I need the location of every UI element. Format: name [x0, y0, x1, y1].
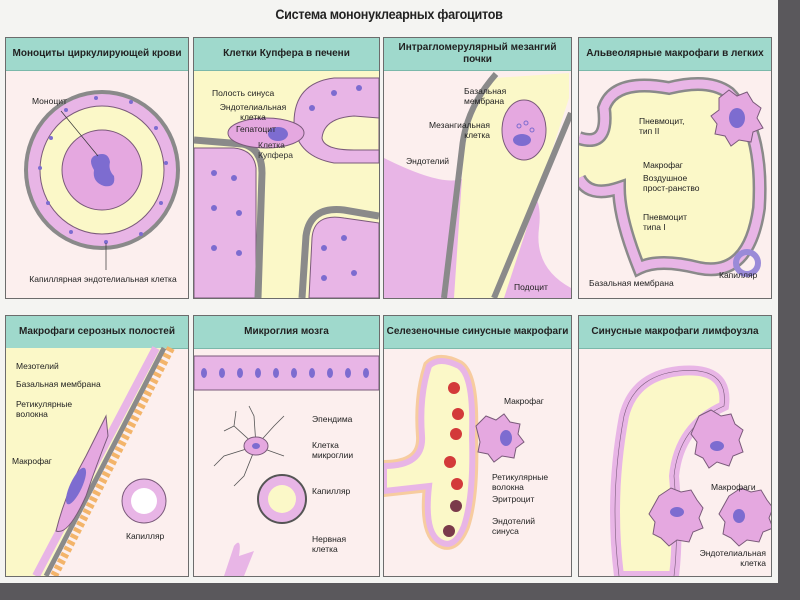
- panel-serous-macrophages: Макрофаги серозных полостей Мезотелий Ба…: [5, 315, 189, 577]
- panel-title: Селезеночные синусные макрофаги: [384, 316, 571, 349]
- label-kupffer-cell: Клетка Купфера: [258, 140, 293, 160]
- label-macrophage: Макрофаг: [12, 456, 52, 466]
- panel-kupffer-cells: Клетки Купфера в печени Полость синуса Э…: [193, 37, 380, 299]
- label-pneumocyte-type-1: Пневмоцит типа I: [643, 212, 688, 232]
- label-mesangial-cell: Мезангиальная клетка: [428, 120, 490, 140]
- label-basement-membrane: Базальная мембрана: [16, 379, 101, 389]
- panel-alveolar-macrophages: Альвеолярные макрофаги в легких Пневмоци…: [578, 37, 772, 299]
- label-macrophages: Макрофаги: [711, 482, 756, 492]
- panel-microglia: Микроглия мозга Эпендима Клетка микрогли…: [193, 315, 380, 577]
- lymph-node-sinus-illustration: [610, 365, 771, 576]
- page-title: Система мононуклеарных фагоцитов: [275, 6, 503, 22]
- label-macrophage: Макрофаг: [643, 160, 683, 170]
- panel-mesangium: Интрагломерулярный мезангий почки Базаль…: [383, 37, 572, 299]
- label-podocyte: Подоцит: [514, 282, 548, 292]
- monocyte-capillary-illustration: [24, 90, 180, 270]
- label-microglial-cell: Клетка микроглии: [312, 440, 354, 460]
- label-macrophage: Макрофаг: [504, 396, 544, 406]
- label-capillary: Капилляр: [719, 270, 758, 280]
- label-erythrocyte: Эритроцит: [492, 494, 535, 504]
- panel-monocytes: Моноциты циркулирующей крови Моноцит Кап…: [5, 37, 189, 299]
- label-endothelium: Эндотелий: [406, 156, 450, 166]
- panel-title: Макрофаги серозных полостей: [6, 316, 188, 349]
- alveolus-illustration: [579, 77, 767, 278]
- brain-microglia-illustration: [194, 355, 379, 576]
- panel-title: Клетки Купфера в печени: [194, 38, 379, 71]
- panel-title: Моноциты циркулирующей крови: [6, 38, 188, 71]
- panel-title: Альвеолярные макрофаги в легких: [579, 38, 771, 71]
- label-air-space: Воздушное прост-ранство: [643, 173, 700, 193]
- label-monocyte: Моноцит: [32, 96, 67, 106]
- label-endothelial-cell: Эндотелиальная клетка: [699, 548, 766, 568]
- label-reticular-fibers: Ретикулярные волокна: [16, 399, 73, 419]
- liver-sinus-illustration: [194, 77, 379, 298]
- slide-sheet: Система мононуклеарных фагоцитов Моноцит…: [0, 0, 778, 583]
- label-hepatocyte: Гепатоцит: [236, 124, 276, 134]
- spleen-sinus-illustration: [384, 355, 525, 550]
- panel-lymph-node-macrophages: Синусные макрофаги лимфоузла Макрофаги Э…: [578, 315, 772, 577]
- label-ependyma: Эпендима: [312, 414, 353, 424]
- label-sinus-cavity: Полость синуса: [212, 88, 275, 98]
- panel-title: Синусные макрофаги лимфоузла: [579, 316, 771, 349]
- panel-title: Интрагломерулярный мезангий почки: [384, 38, 571, 71]
- glomerulus-illustration: [384, 72, 571, 298]
- panel-splenic-macrophages: Селезеночные синусные макрофаги Макрофаг…: [383, 315, 572, 577]
- label-reticular-fibers: Ретикулярные волокна: [492, 472, 549, 492]
- label-nerve-cell: Нервная клетка: [312, 534, 347, 554]
- label-endothelial-cell: Эндотелиальная клетка: [219, 102, 287, 122]
- label-capillary: Капилляр: [312, 486, 351, 496]
- label-mesothelium: Мезотелий: [16, 361, 59, 371]
- label-capillary: Капилляр: [126, 531, 165, 541]
- serous-cavity-illustration: [6, 346, 175, 576]
- label-basement-membrane: Базальная мембрана: [589, 278, 674, 288]
- label-capillary-endothelial-cell: Капиллярная эндотелиальная клетка: [29, 274, 177, 284]
- label-basement-membrane: Базальная мембрана: [464, 86, 507, 106]
- label-pneumocyte-type-2: Пневмоцит, тип II: [639, 116, 685, 136]
- panel-title: Микроглия мозга: [194, 316, 379, 349]
- label-sinus-endothelium: Эндотелий синуса: [492, 516, 536, 536]
